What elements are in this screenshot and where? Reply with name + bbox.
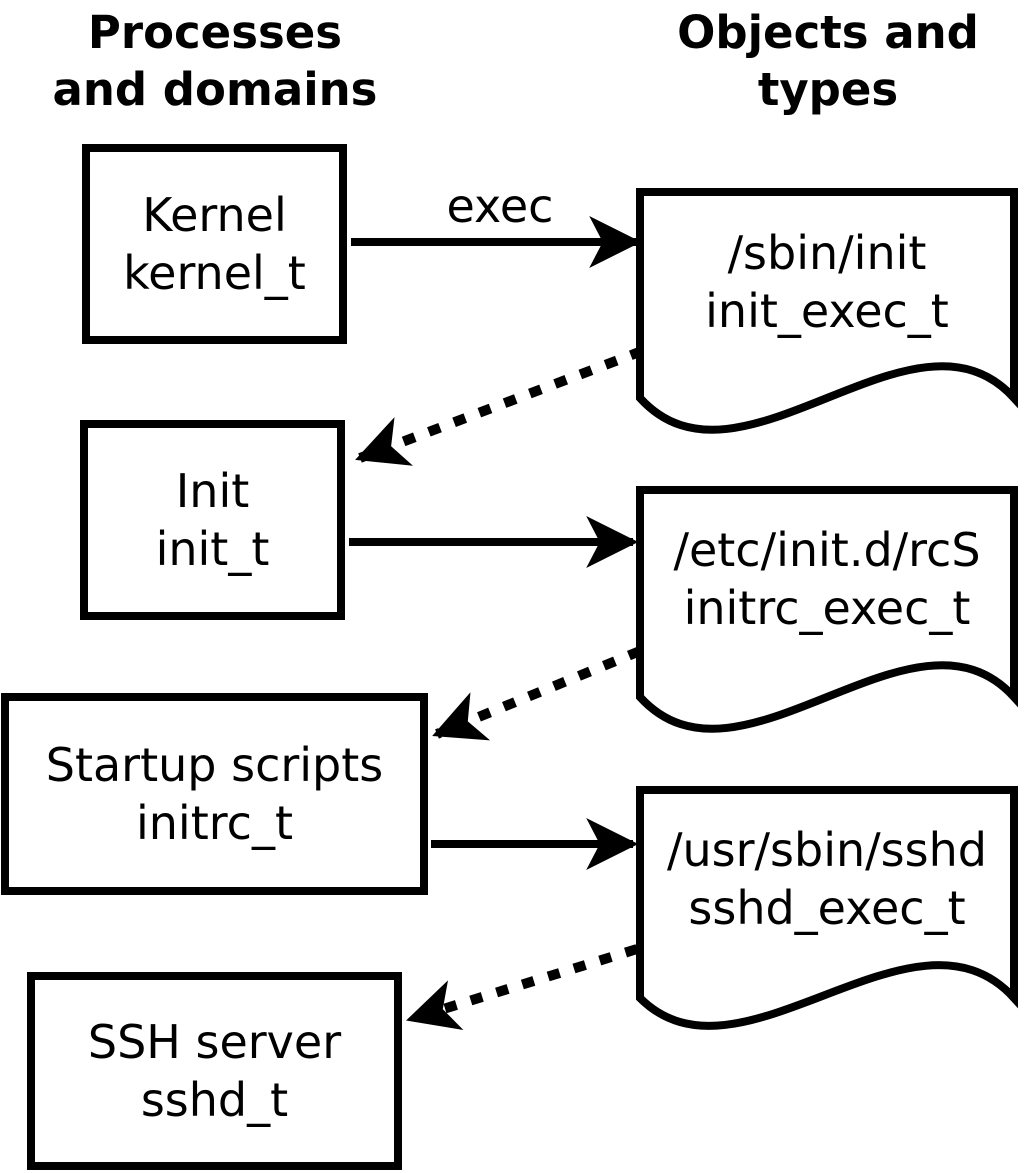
transition-arrow-sbin-init-to-init [355, 346, 644, 466]
process-box-ssh-server: SSH server sshd_t [27, 972, 402, 1170]
process-type: init_t [155, 522, 270, 576]
process-type: kernel_t [123, 246, 306, 300]
process-box-kernel: Kernel kernel_t [82, 144, 347, 344]
object-type: initrc_exec_t [683, 581, 971, 635]
object-type: init_exec_t [705, 284, 949, 338]
header-line: Processes [87, 6, 343, 59]
document-shape-sbin-init [636, 188, 1018, 434]
process-type: sshd_t [140, 1073, 289, 1127]
object-label-etc-initd-rcs: /etc/init.d/rcS initrc_exec_t [640, 490, 1014, 668]
process-name: Kernel [142, 188, 287, 242]
document-shape-usr-sbin-sshd [636, 786, 1018, 1030]
transition-arrow-rcs-to-initrc [432, 646, 642, 741]
header-line: types [757, 63, 899, 116]
document-shape-etc-initd-rcs [636, 486, 1018, 733]
object-path: /etc/init.d/rcS [673, 523, 981, 577]
object-label-usr-sbin-sshd: /usr/sbin/sshd sshd_exec_t [640, 790, 1014, 968]
process-name: Init [175, 464, 250, 518]
process-type: initrc_t [136, 796, 293, 850]
process-box-init: Init init_t [80, 420, 345, 620]
exec-arrow-label: exec [446, 179, 554, 233]
object-path: /sbin/init [727, 226, 927, 280]
header-line: and domains [52, 63, 378, 116]
object-path: /usr/sbin/sshd [667, 823, 987, 877]
process-name: SSH server [87, 1015, 342, 1069]
transition-arrow-sshd-to-sshd [406, 944, 639, 1030]
process-name: Startup scripts [45, 738, 384, 792]
header-line: Objects and [677, 6, 979, 59]
object-label-sbin-init: /sbin/init init_exec_t [640, 192, 1014, 372]
column-header-objects: Objects and types [636, 4, 1020, 118]
process-box-startup-scripts: Startup scripts initrc_t [1, 693, 428, 895]
object-type: sshd_exec_t [688, 881, 966, 935]
column-header-processes: Processes and domains [25, 4, 405, 118]
